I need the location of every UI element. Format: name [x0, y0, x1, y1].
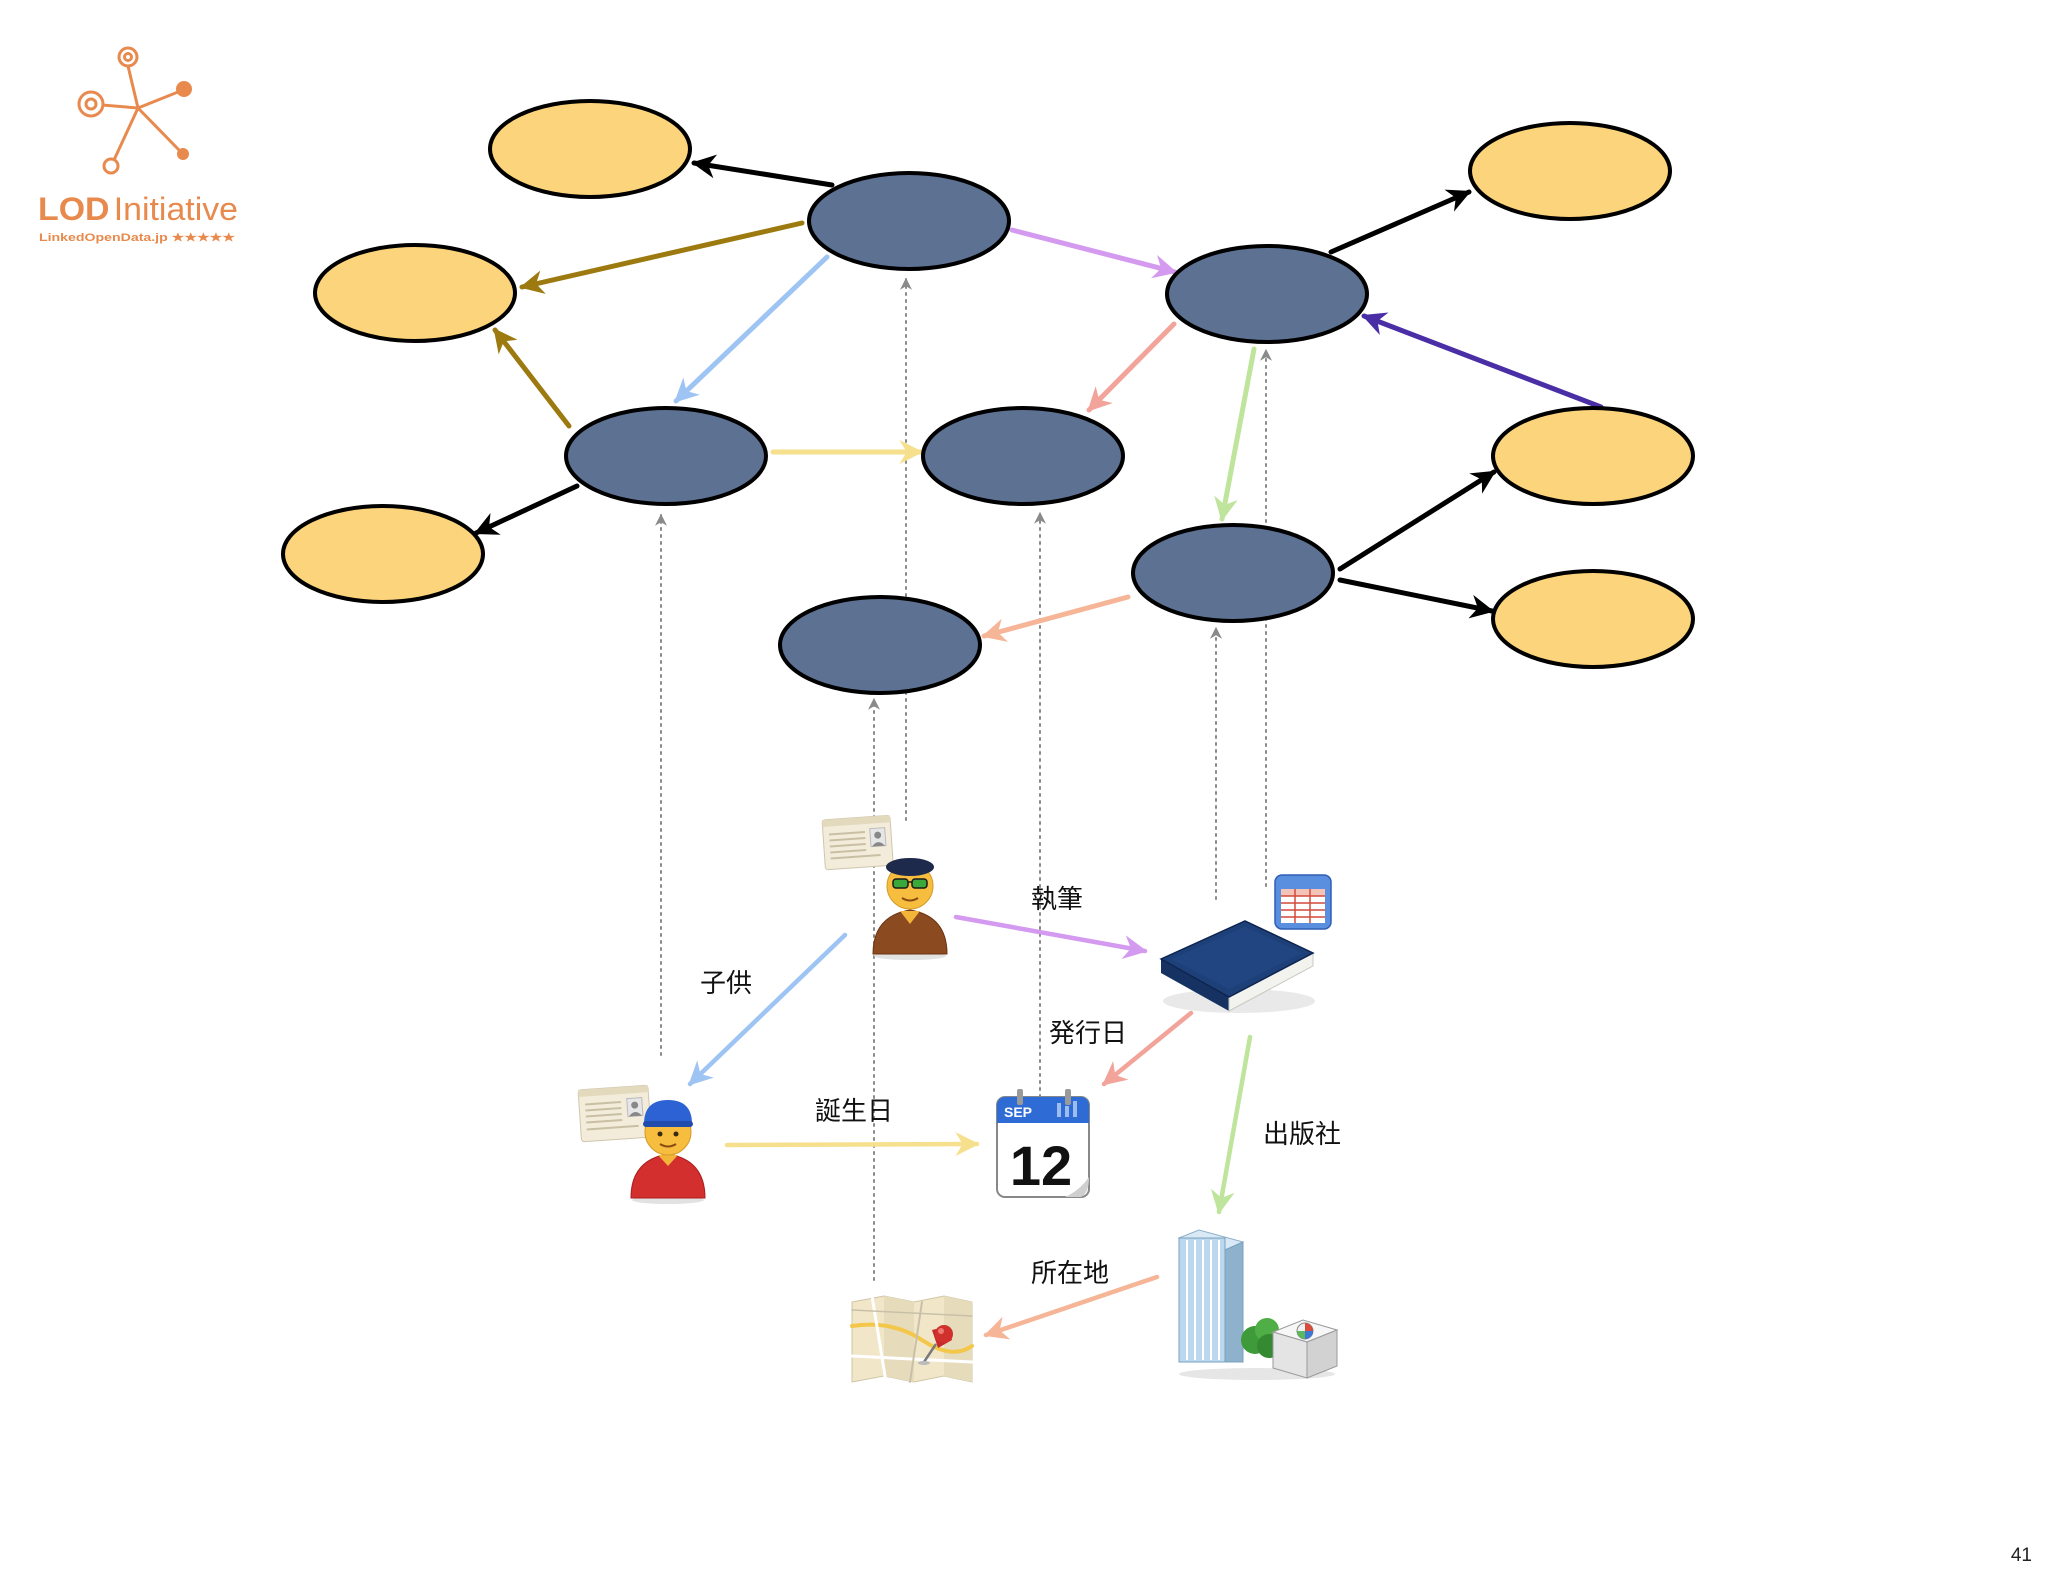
logo-node [176, 81, 192, 97]
relation-labels: 執筆 子供 発行日 誕生日 出版社 所在地 [700, 885, 1341, 1289]
relation-arrow [687, 932, 848, 1087]
graph-edge [1009, 227, 1178, 279]
map-icon [850, 1294, 974, 1384]
graph-edge [981, 594, 1131, 642]
table-icon [1274, 874, 1332, 930]
relation-arrow [983, 1274, 1160, 1340]
literal-node [488, 99, 692, 199]
literal-node [1491, 406, 1695, 506]
relation-label: 子供 [700, 969, 752, 999]
page-number: 41 [2011, 1545, 2032, 1566]
calendar-icon: SEP 12 [996, 1089, 1090, 1198]
graph-edge [1328, 189, 1472, 255]
resource-node [1131, 523, 1335, 623]
logo-tagline: LinkedOpenData.jp ★★★★★ [39, 232, 235, 244]
id-card-icon [577, 1084, 652, 1143]
relation-label: 誕生日 [815, 1097, 893, 1127]
literal-node [1468, 121, 1672, 221]
literal-node [281, 504, 485, 604]
relation-label: 所在地 [1031, 1259, 1109, 1289]
relation-arrow [953, 914, 1148, 959]
person-cap-icon [630, 1100, 706, 1204]
calendar-month: SEP [1004, 1104, 1032, 1120]
graph-nodes [281, 99, 1695, 695]
resource-node [564, 406, 768, 506]
logo-node [177, 148, 189, 160]
relation-arrow [724, 1132, 980, 1157]
graph-edge [1086, 321, 1177, 413]
graph-edge [1214, 346, 1257, 522]
graph-edge [1361, 312, 1604, 410]
graph-edge [492, 327, 572, 429]
graph-edge [1337, 577, 1495, 619]
building-icon [1177, 1229, 1339, 1380]
graph-edge [1337, 469, 1497, 572]
id-card-icon [821, 814, 894, 871]
book-icon [1159, 920, 1315, 1013]
graph-edge [473, 483, 580, 536]
logo-title-bold: LOD [38, 191, 110, 227]
literal-node [1491, 569, 1695, 669]
relation-arrow [1210, 1034, 1253, 1215]
resource-node [1165, 244, 1369, 344]
relation-arrow [1101, 1010, 1194, 1087]
literal-node [313, 243, 517, 343]
resource-node [778, 595, 982, 695]
graph-edges [473, 154, 1604, 642]
person-sunglasses-icon [872, 858, 948, 960]
relation-label: 執筆 [1031, 885, 1083, 915]
calendar-day: 12 [1010, 1134, 1072, 1197]
graph-edge [691, 154, 835, 188]
graph-edge [673, 254, 830, 404]
relation-label: 発行日 [1049, 1019, 1127, 1049]
graph-edge [519, 220, 805, 294]
network-logo-icon [77, 46, 181, 175]
relation-label: 出版社 [1263, 1120, 1341, 1150]
logo-title-rest: Initiative [114, 191, 238, 227]
resource-node [807, 171, 1011, 271]
resource-node [921, 406, 1125, 506]
relation-arrows [687, 914, 1253, 1340]
